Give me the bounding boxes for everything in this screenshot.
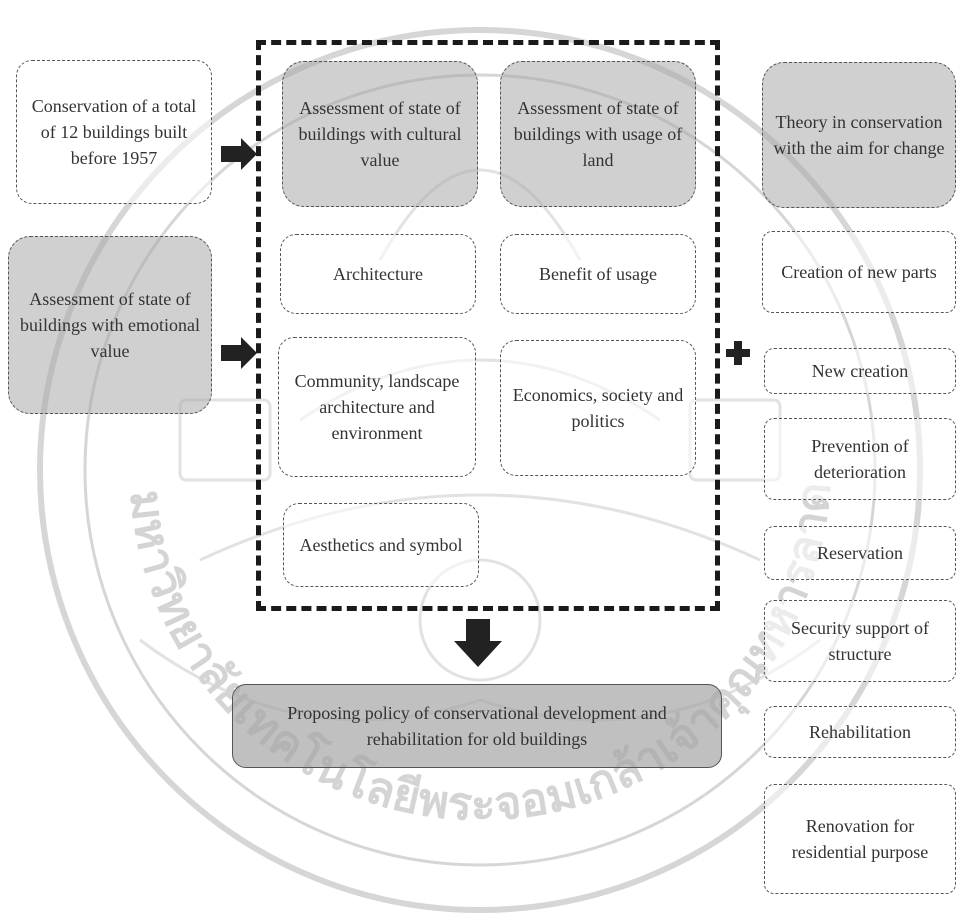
assessment-frame [256,40,720,611]
right-item-box: Prevention of deterioration [764,418,956,500]
right-item-text: New creation [811,361,909,381]
theory-text: Theory in conservation with the aim for … [773,112,945,158]
right-item-box: Rehabilitation [764,706,956,758]
down-arrow-icon [454,619,502,667]
right-item-text: Prevention of deterioration [811,436,909,482]
right-item-box: New creation [764,348,956,394]
right-item-box: Reservation [764,526,956,580]
architecture-text: Architecture [333,264,423,284]
aesthetics-text: Aesthetics and symbol [299,535,463,555]
right-item-text: Renovation for residential purpose [791,816,929,862]
policy-box: Proposing policy of conservational devel… [232,684,722,768]
right-item-box: Security support of structure [764,600,956,682]
cultural-value-box: Assessment of state of buildings with cu… [282,61,478,207]
conservation-box: Conservation of a total of 12 buildings … [16,60,212,204]
right-item-box: Renovation for residential purpose [764,784,956,894]
emotional-value-box: Assessment of state of buildings with em… [8,236,212,414]
right-item-text: Rehabilitation [809,722,911,742]
benefit-of-usage-box: Benefit of usage [500,234,696,314]
emotional-value-text: Assessment of state of buildings with em… [20,289,200,361]
plus-icon [726,341,750,365]
policy-text: Proposing policy of conservational devel… [287,703,667,749]
economics-text: Economics, society and politics [512,385,684,431]
land-usage-box: Assessment of state of buildings with us… [500,61,696,207]
right-item-text: Security support of structure [791,618,929,664]
community-text: Community, landscape architecture and en… [294,371,460,443]
economics-box: Economics, society and politics [500,340,696,476]
theory-box: Theory in conservation with the aim for … [762,62,956,208]
community-box: Community, landscape architecture and en… [278,337,476,477]
conservation-text: Conservation of a total of 12 buildings … [31,96,197,168]
aesthetics-box: Aesthetics and symbol [283,503,479,587]
right-item-text: Reservation [817,543,903,563]
cultural-value-text: Assessment of state of buildings with cu… [298,98,462,170]
right-arrow-icon [221,138,257,170]
architecture-box: Architecture [280,234,476,314]
right-item-text: Creation of new parts [781,262,937,282]
benefit-of-usage-text: Benefit of usage [539,264,657,284]
right-item-box: Creation of new parts [762,231,956,313]
land-usage-text: Assessment of state of buildings with us… [513,98,683,170]
right-arrow-icon [221,337,257,369]
